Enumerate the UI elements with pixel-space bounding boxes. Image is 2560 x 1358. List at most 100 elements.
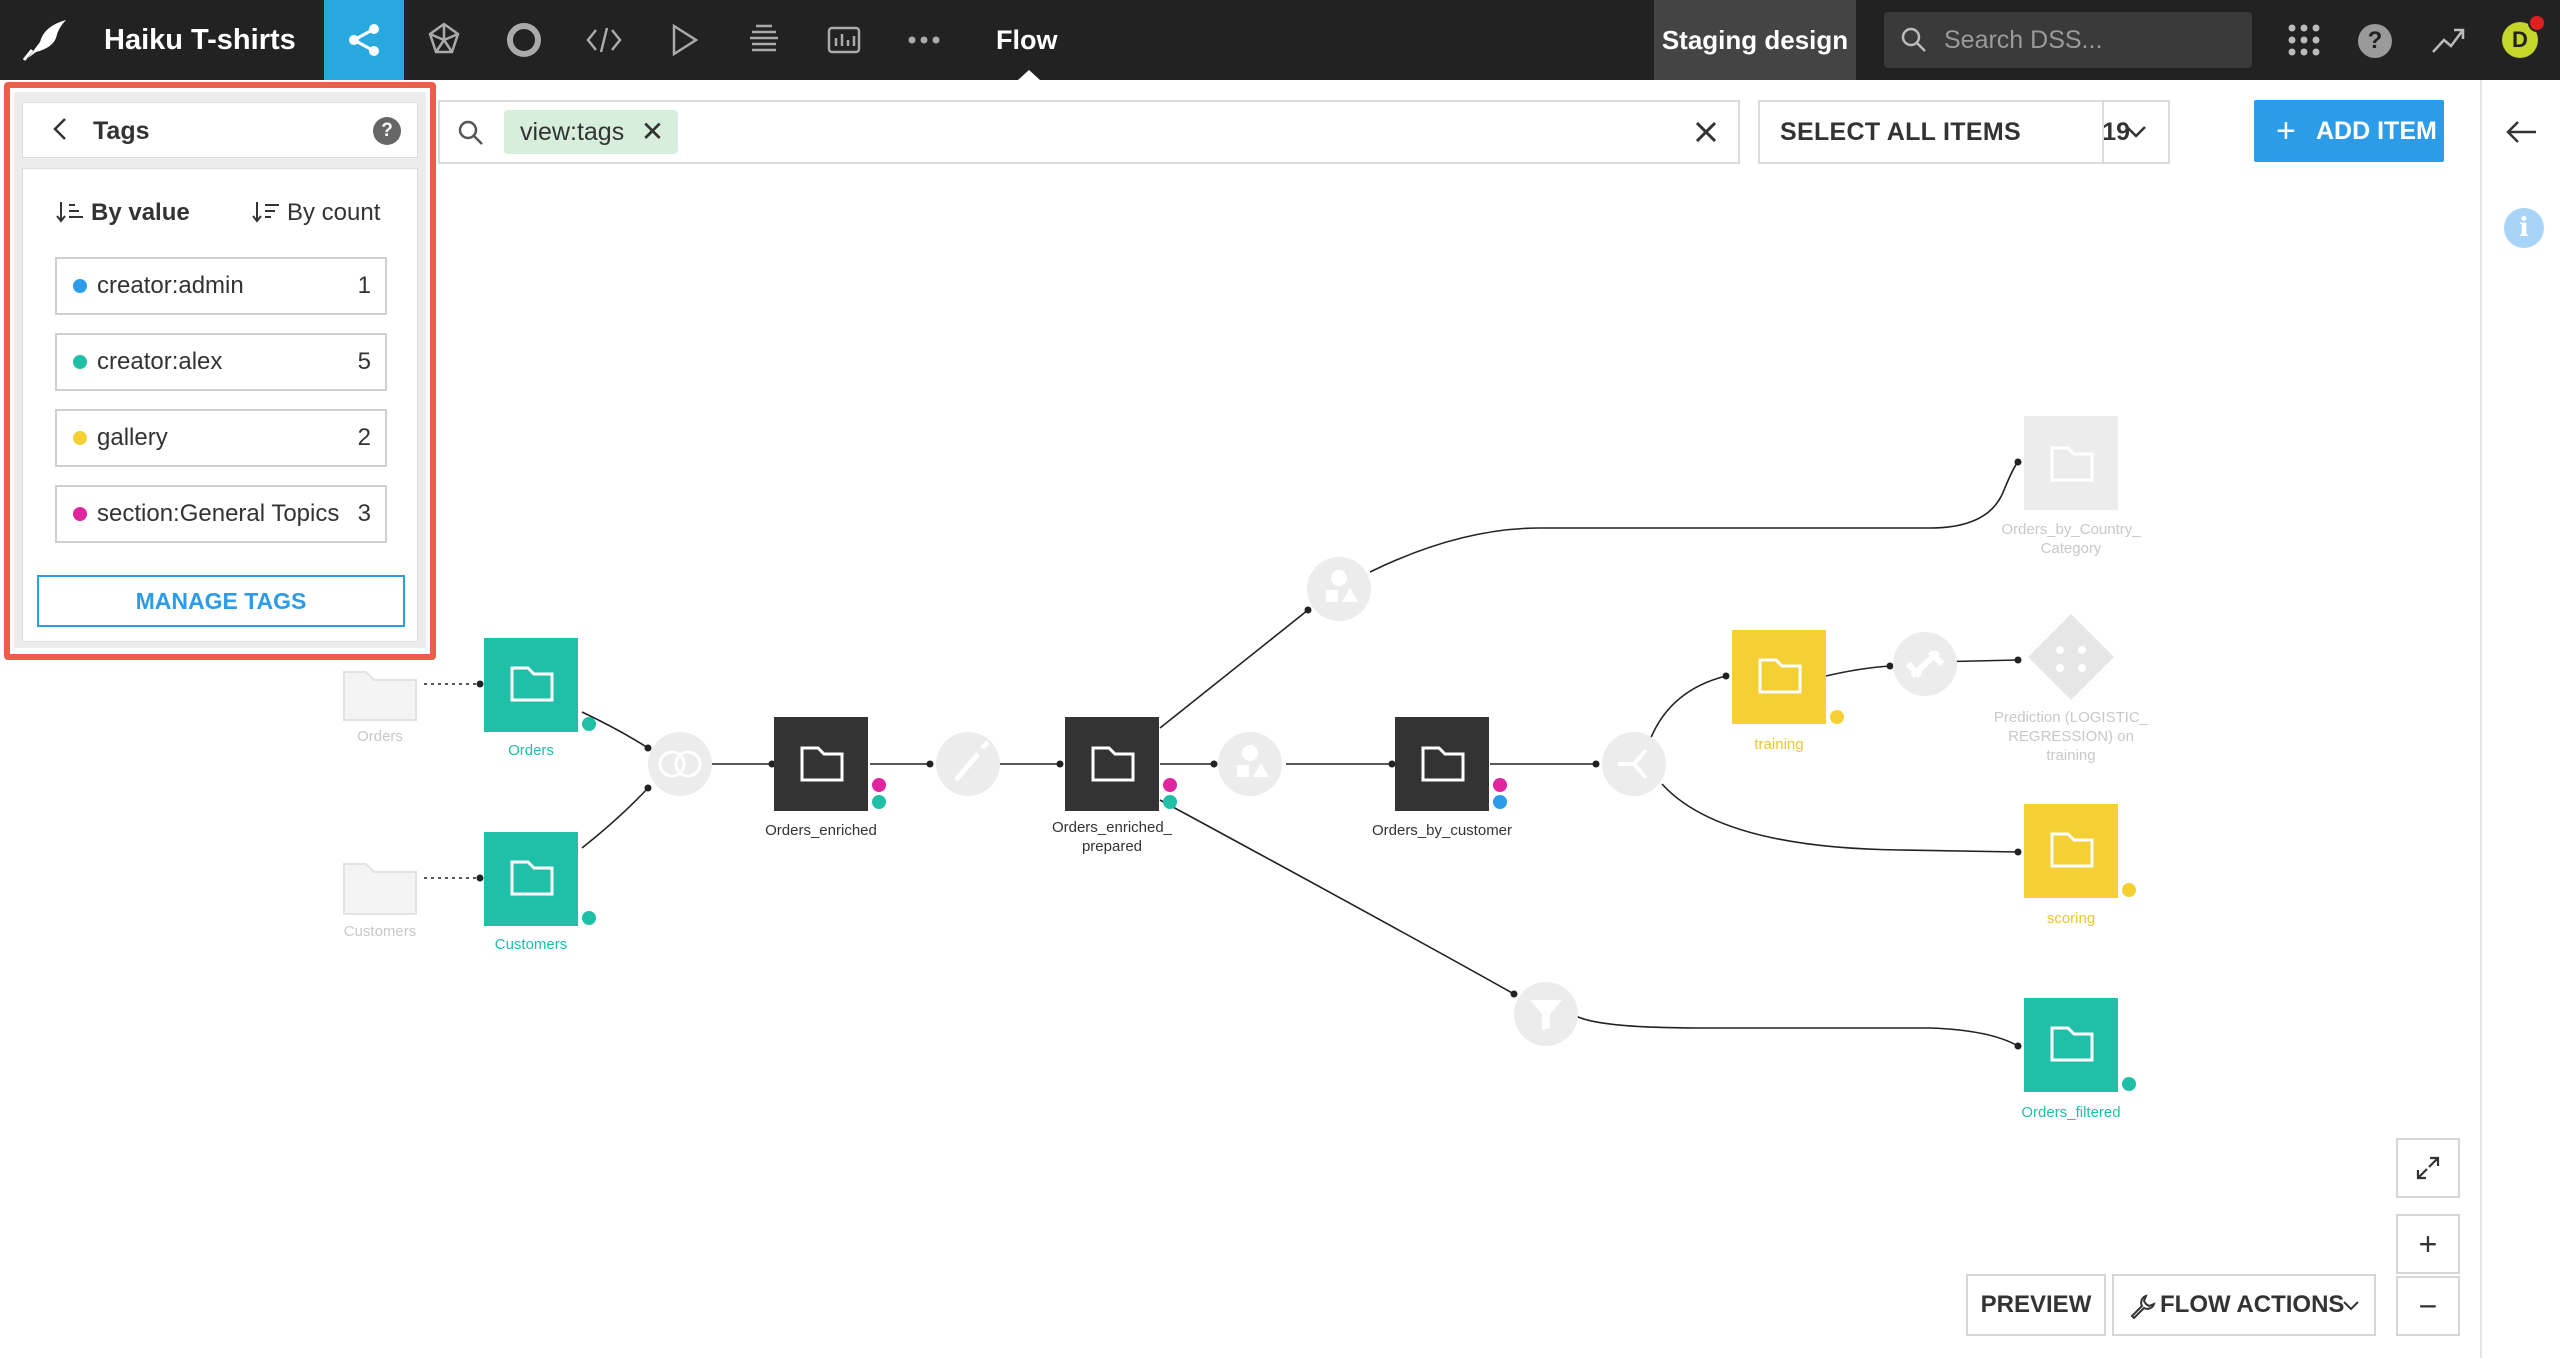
tag-count: 3 xyxy=(357,500,371,527)
flow-actions-label: FLOW ACTIONS xyxy=(2160,1291,2345,1318)
group-recipe-customer xyxy=(1218,732,1282,796)
sort-by-count[interactable]: By count xyxy=(251,199,380,227)
orders-by-customer-dataset xyxy=(1395,717,1507,811)
tag-count: 5 xyxy=(357,348,371,375)
prediction-label-line1: Prediction (LOGISTIC_ xyxy=(1993,709,2149,726)
orders-enriched-prepared-label-line2: prepared xyxy=(1081,838,1143,855)
edge-prepared-group1 xyxy=(1159,609,1309,729)
apps-grid-icon[interactable] xyxy=(2284,20,2324,60)
chevron-down-icon[interactable] xyxy=(2102,102,2168,162)
tag-color-dot xyxy=(73,355,87,369)
add-item-button[interactable]: + ADD ITEM xyxy=(2254,100,2444,162)
sort-count-icon xyxy=(252,202,279,223)
tag-name: creator:alex xyxy=(97,348,223,375)
top-navigation-bar: Haiku T-shirts Flow Staging design 2 Sea… xyxy=(0,0,2560,135)
tag-color-dot xyxy=(73,507,87,521)
stack-icon[interactable] xyxy=(724,0,804,80)
tag-count: 2 xyxy=(357,424,371,451)
filter-chip[interactable]: view:tags ✕ xyxy=(504,110,679,154)
zoom-in-button[interactable]: + xyxy=(2396,1214,2460,1274)
edge-training-train xyxy=(1825,665,1891,677)
zoom-out-button[interactable]: − xyxy=(2396,1276,2460,1336)
section-title: Flow xyxy=(996,25,1058,55)
training-dataset xyxy=(1732,630,1844,724)
scoring-label: scoring xyxy=(2046,910,2096,927)
tag-row-creator-alex[interactable]: creator:alex 5 xyxy=(55,333,387,391)
prepare-recipe xyxy=(936,732,1000,796)
expand-icon[interactable] xyxy=(2396,1138,2460,1198)
orders-filtered-dataset xyxy=(2024,998,2136,1092)
tag-name: section:General Topics xyxy=(97,500,340,527)
manage-tags-button[interactable]: MANAGE TAGS xyxy=(37,575,405,627)
tag-count: 1 xyxy=(357,272,371,299)
wrench-icon xyxy=(2130,1294,2156,1320)
orders-enriched-label: Orders_enriched xyxy=(765,822,877,839)
customers-label: Customers xyxy=(494,936,568,953)
orders-source-dataset xyxy=(343,671,417,721)
orders-source-label: Orders xyxy=(357,728,403,745)
orders-enriched-dataset xyxy=(774,717,886,811)
orders-by-customer-label: Orders_by_customer xyxy=(1371,822,1513,839)
close-icon[interactable]: ✕ xyxy=(640,116,665,147)
select-all-label: SELECT ALL ITEMS xyxy=(1780,118,2021,146)
staging-branch[interactable]: Staging design 2 xyxy=(1654,0,1856,135)
edge-prepared-filter xyxy=(1159,799,1515,995)
active-section-caret xyxy=(1018,70,1040,80)
tag-row-section-general-topics[interactable]: section:General Topics 3 xyxy=(55,485,387,543)
edge-customers-join xyxy=(581,787,649,849)
right-sidebar: i xyxy=(2480,80,2560,1358)
group-recipe-country xyxy=(1307,557,1371,621)
back-chevron-icon[interactable] xyxy=(51,115,69,150)
tags-panel-body: By value By count creator:admin 1 creato… xyxy=(22,168,418,642)
preview-button[interactable]: PREVIEW xyxy=(1966,1274,2106,1336)
info-icon[interactable]: i xyxy=(2504,208,2544,248)
scoring-dataset xyxy=(2024,804,2136,898)
more-icon[interactable] xyxy=(884,0,964,80)
tag-row-gallery[interactable]: gallery 2 xyxy=(55,409,387,467)
sort-by-value[interactable]: By value xyxy=(55,199,190,227)
help-icon[interactable]: ? xyxy=(2358,24,2392,58)
bird-logo-icon[interactable] xyxy=(22,18,78,62)
project-name[interactable]: Haiku T-shirts xyxy=(104,24,296,56)
search-placeholder: Search DSS... xyxy=(1944,26,2103,54)
global-search[interactable]: Search DSS... xyxy=(1884,12,2252,68)
tag-row-creator-admin[interactable]: creator:admin 1 xyxy=(55,257,387,315)
orders-enriched-prepared-dataset xyxy=(1065,717,1177,811)
trend-icon[interactable] xyxy=(2428,20,2468,60)
help-icon[interactable]: ? xyxy=(373,117,401,145)
sort-by-count-label: By count xyxy=(287,199,381,226)
flow-icon[interactable] xyxy=(324,0,404,80)
orders-by-country-label-line2: Category xyxy=(2040,540,2102,557)
select-all-items[interactable]: SELECT ALL ITEMS 19 xyxy=(1758,100,2170,164)
notification-badge xyxy=(2528,14,2546,32)
sort-value-icon xyxy=(56,202,83,223)
sort-by-value-label: By value xyxy=(91,199,190,226)
clear-filter-icon[interactable] xyxy=(1688,114,1724,150)
flow-filter-bar[interactable]: view:tags ✕ xyxy=(438,100,1740,164)
tags-panel-header: Tags ? xyxy=(22,102,418,158)
play-icon[interactable] xyxy=(644,0,724,80)
lifebuoy-icon[interactable] xyxy=(484,0,564,80)
dashboard-icon[interactable] xyxy=(804,0,884,80)
flow-graph xyxy=(343,416,2136,1092)
prediction-model xyxy=(2028,614,2114,700)
chevron-down-icon xyxy=(2343,1301,2359,1311)
tags-panel-highlight xyxy=(4,82,436,660)
orders-dataset xyxy=(484,638,596,732)
lab-icon[interactable] xyxy=(404,0,484,80)
edge-filter-filtered xyxy=(1575,1015,2019,1047)
edge-group1-country xyxy=(1369,461,2019,573)
orders-by-country-dataset xyxy=(2024,416,2118,510)
tag-name: gallery xyxy=(97,424,168,451)
tag-name: creator:admin xyxy=(97,272,244,299)
filter-recipe xyxy=(1514,982,1578,1046)
orders-label: Orders xyxy=(508,742,554,759)
customers-source-dataset xyxy=(343,863,417,915)
back-arrow-icon[interactable] xyxy=(2504,118,2540,146)
code-icon[interactable] xyxy=(564,0,644,80)
customers-source-label: Customers xyxy=(343,923,417,940)
join-recipe xyxy=(648,732,712,796)
add-item-label: ADD ITEM xyxy=(2316,117,2437,145)
flow-actions-button[interactable]: FLOW ACTIONS xyxy=(2112,1274,2376,1336)
train-recipe xyxy=(1893,632,1957,696)
